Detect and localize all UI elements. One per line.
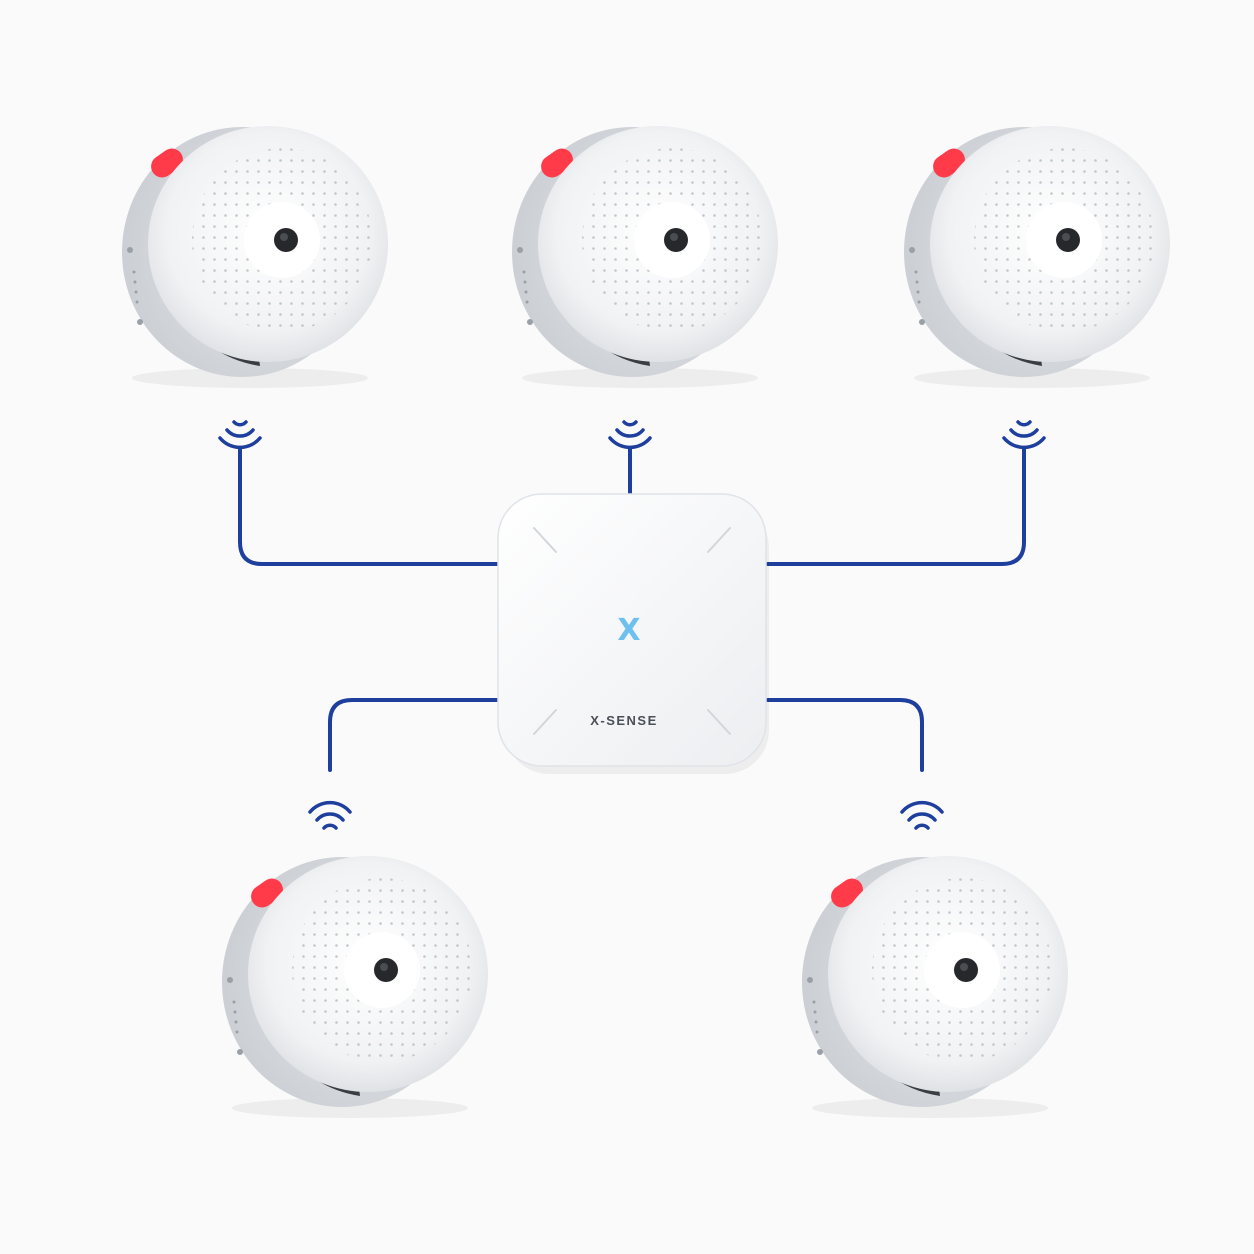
connector-top-right xyxy=(766,446,1026,566)
hub-brand-label: X-SENSE xyxy=(590,713,658,728)
smoke-detector-top-left xyxy=(122,126,388,388)
connector-top-left xyxy=(238,446,502,566)
smoke-detector-top-right xyxy=(904,126,1170,388)
wifi-signal-icon xyxy=(900,800,944,830)
wifi-signal-icon xyxy=(308,800,352,830)
connector-bottom-left xyxy=(328,698,500,772)
wifi-signal-icon xyxy=(608,420,652,450)
connector-lines xyxy=(238,446,1026,772)
smoke-detector-bottom-right xyxy=(802,856,1068,1118)
connector-bottom-right xyxy=(766,698,924,772)
smoke-detector-bottom-left xyxy=(222,856,488,1118)
base-station-hub: X X-SENSE xyxy=(497,493,769,774)
smoke-detector-top-center xyxy=(512,126,778,388)
wifi-signal-icon xyxy=(218,420,262,450)
hub-logo-icon: X xyxy=(617,613,640,648)
wifi-signal-icon xyxy=(1002,420,1046,450)
